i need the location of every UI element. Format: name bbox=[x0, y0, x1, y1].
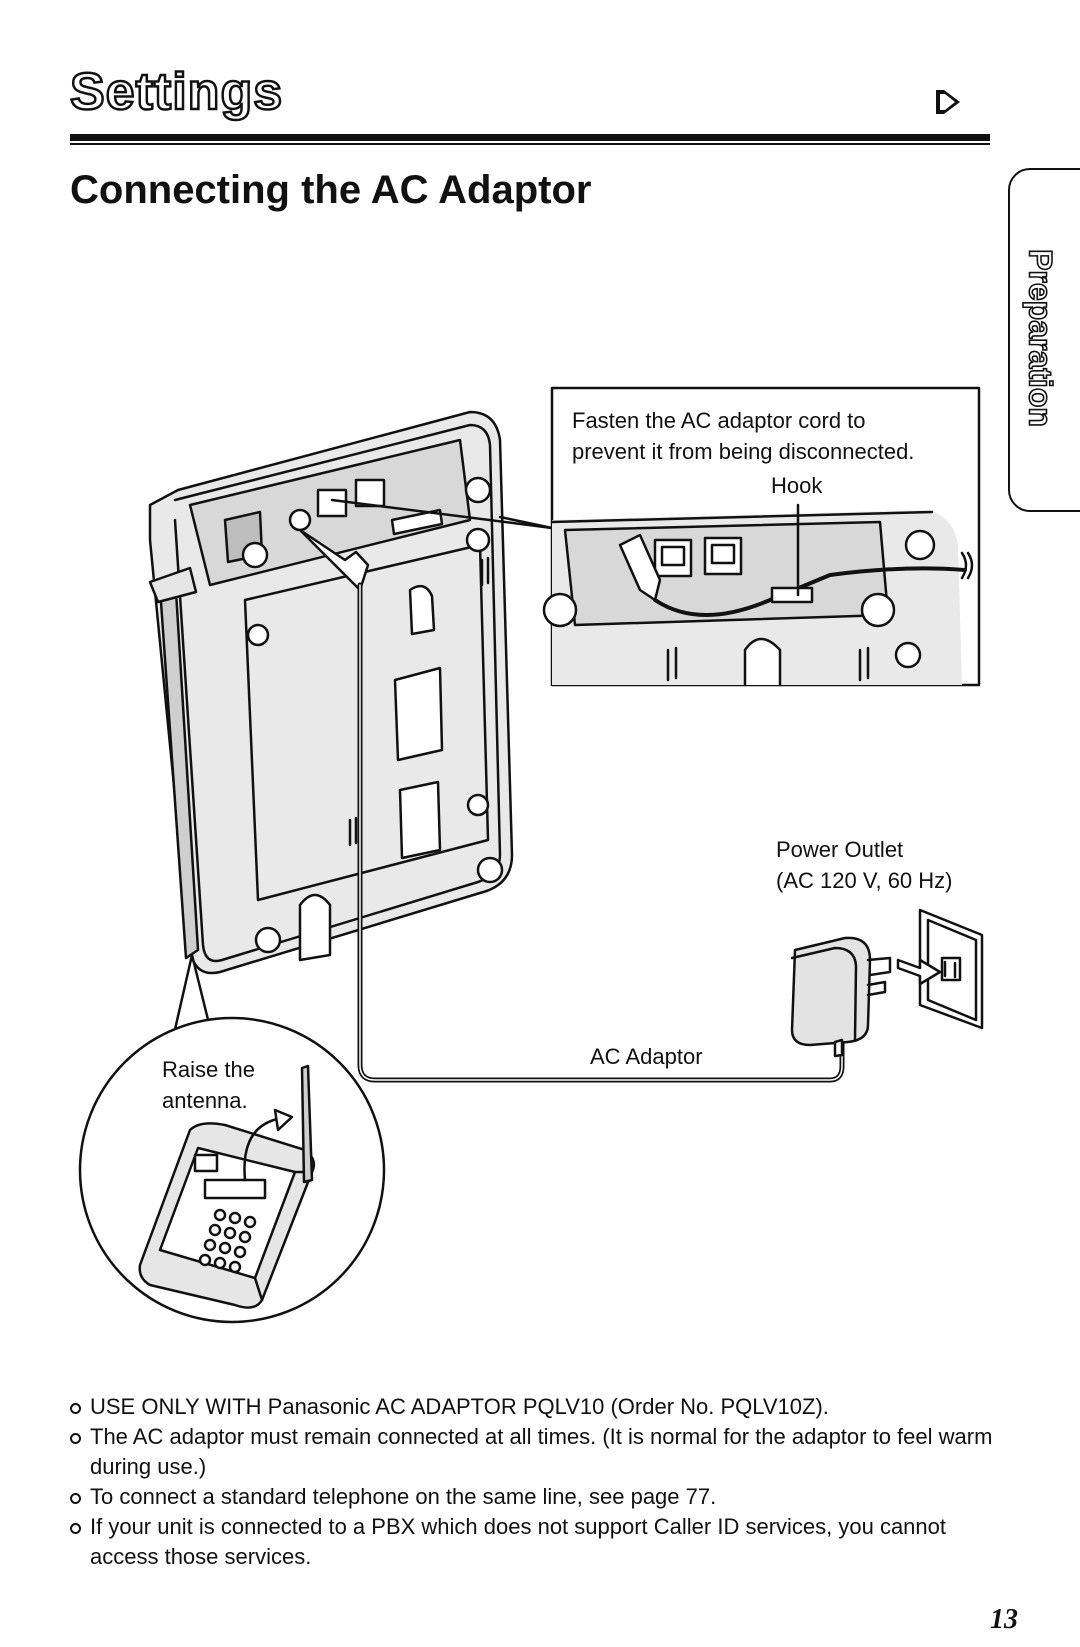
raised-antenna-icon bbox=[300, 1064, 314, 1184]
raise-antenna-line-2: antenna. bbox=[162, 1088, 248, 1113]
raise-antenna-line-1: Raise the bbox=[162, 1057, 255, 1082]
note-item: USE ONLY WITH Panasonic AC ADAPTOR PQLV1… bbox=[70, 1392, 1010, 1422]
inset-closeup bbox=[542, 510, 974, 687]
base-line-jack-2 bbox=[354, 478, 386, 508]
power-outlet-line-2: (AC 120 V, 60 Hz) bbox=[776, 868, 953, 893]
base-line-jack-1 bbox=[316, 488, 348, 518]
note-item: If your unit is connected to a PBX which… bbox=[70, 1512, 1010, 1572]
outline-arrow-right-icon bbox=[936, 90, 960, 114]
callout-fasten-cord: Fasten the AC adaptor cord to prevent it… bbox=[572, 405, 914, 467]
inset-hook bbox=[770, 586, 814, 604]
notes-list: USE ONLY WITH Panasonic AC ADAPTOR PQLV1… bbox=[70, 1392, 1010, 1572]
power-outlet-label: Power Outlet (AC 120 V, 60 Hz) bbox=[776, 834, 953, 896]
page-section-title: Settings bbox=[69, 62, 284, 123]
section-heading: Connecting the AC Adaptor bbox=[70, 168, 592, 212]
callout-fasten-line-1: Fasten the AC adaptor cord to bbox=[572, 408, 866, 433]
raise-antenna-label: Raise the antenna. bbox=[162, 1054, 255, 1116]
header-rule bbox=[70, 134, 990, 145]
side-tab bbox=[1008, 168, 1080, 512]
power-outlet-line-1: Power Outlet bbox=[776, 837, 904, 862]
cordless-phone-sketch bbox=[138, 1064, 316, 1309]
ac-adaptor-label: AC Adaptor bbox=[590, 1044, 703, 1069]
page-number: 13 bbox=[990, 1604, 1018, 1635]
note-item: To connect a standard telephone on the s… bbox=[70, 1482, 1010, 1512]
hook-label: Hook bbox=[771, 473, 823, 498]
note-item: The AC adaptor must remain connected at … bbox=[70, 1422, 1010, 1482]
ac-adaptor bbox=[790, 936, 872, 1047]
callout-fasten-line-2: prevent it from being disconnected. bbox=[572, 439, 915, 464]
